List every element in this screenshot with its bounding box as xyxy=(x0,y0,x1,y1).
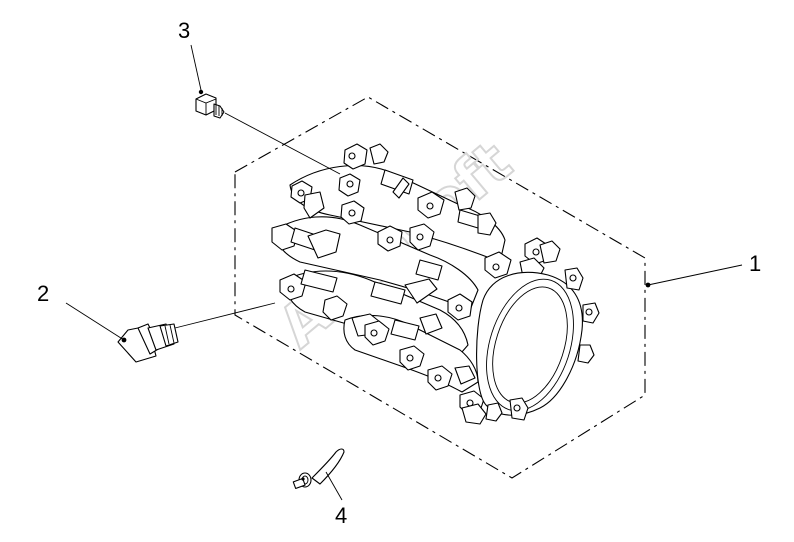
assembly-boundary xyxy=(234,96,646,479)
part-4-pipe-fitting xyxy=(292,448,345,490)
callout-1: 1 xyxy=(749,251,762,276)
leader-dot-1 xyxy=(645,282,651,288)
leader-line-4 xyxy=(325,471,343,501)
callout-4: 4 xyxy=(335,503,348,528)
leader-line-2 xyxy=(65,302,125,341)
callout-2: 2 xyxy=(37,281,50,306)
leader-line-3b xyxy=(224,112,341,175)
part-1-manifold xyxy=(271,143,600,425)
leader-line-2b xyxy=(174,302,276,329)
part-3-bolt xyxy=(195,89,225,119)
leader-line-3 xyxy=(190,44,202,91)
callout-3: 3 xyxy=(178,18,191,43)
leader-line-1 xyxy=(647,264,743,286)
part-2-sensor xyxy=(117,323,179,363)
